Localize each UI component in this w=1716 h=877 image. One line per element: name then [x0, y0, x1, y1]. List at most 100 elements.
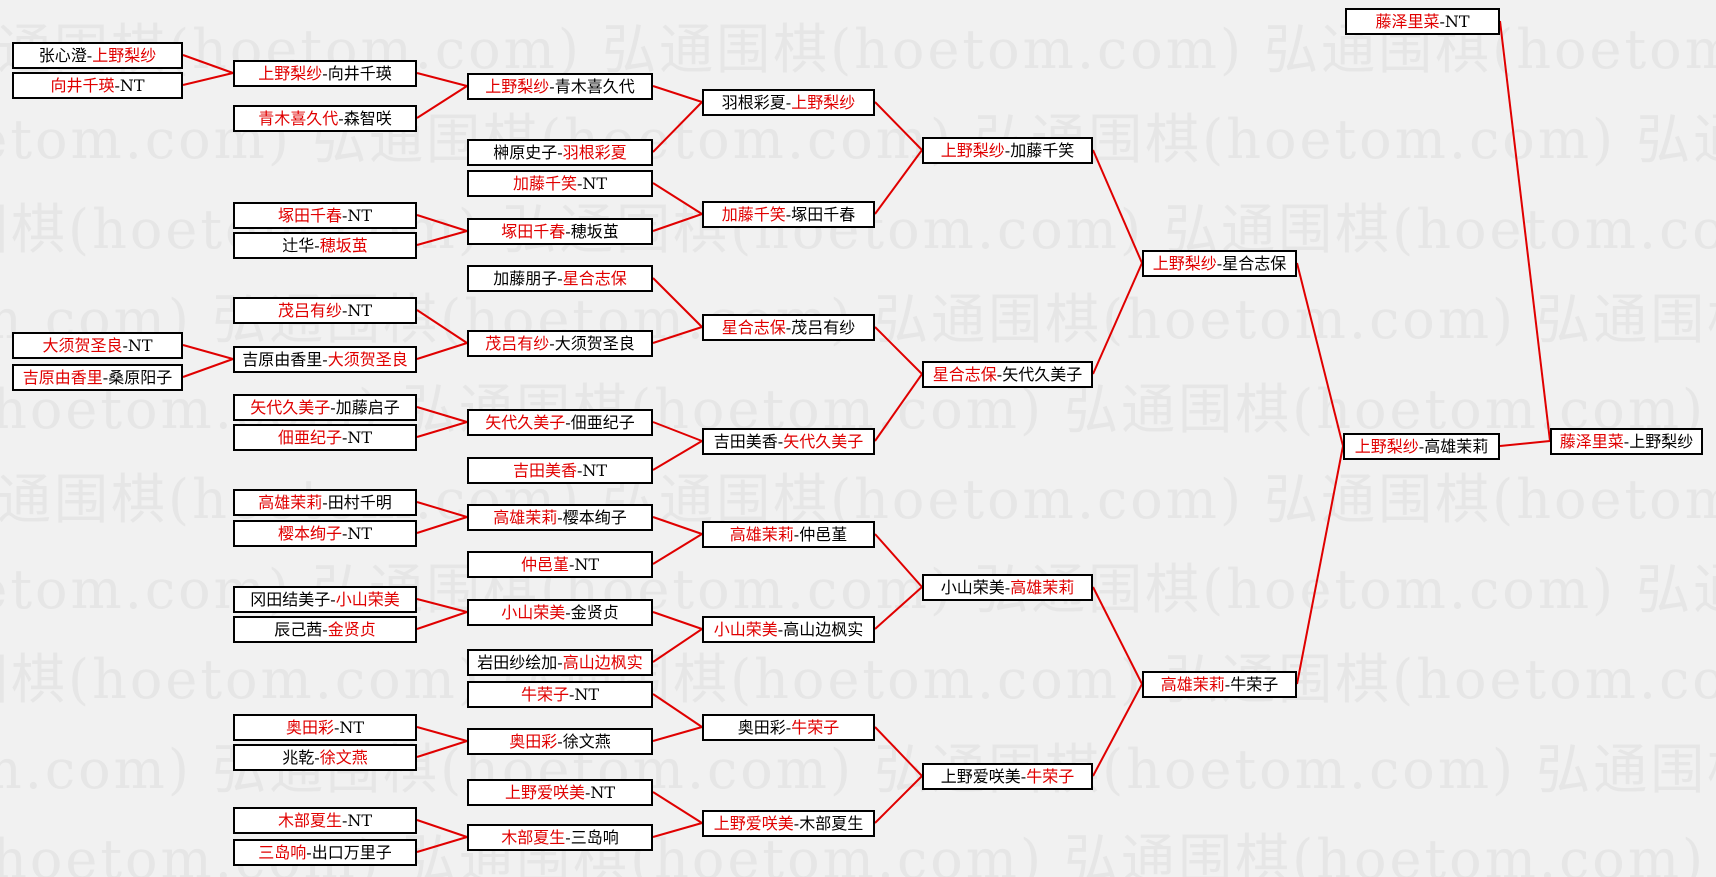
bracket-line	[416, 598, 468, 613]
player1-name: 吉原由香里	[22, 367, 103, 387]
vs-separator: -	[565, 412, 571, 432]
player2-name: 矢代久美子	[1002, 364, 1083, 384]
bracket-line	[874, 101, 923, 151]
player1-name: 三岛响	[258, 842, 307, 862]
match-box-c7: 矢代久美子-佃亜纪子	[467, 409, 653, 436]
vs-separator: -	[785, 92, 792, 112]
vs-separator: -	[565, 221, 571, 241]
vs-separator: -	[777, 431, 784, 451]
player1-name: 羽根彩夏	[721, 92, 786, 112]
bracket-line	[874, 533, 923, 588]
player2-name: 茂吕有纱	[791, 317, 856, 337]
bracket-line	[182, 344, 234, 360]
player2-name: 田村千明	[327, 492, 392, 512]
player1-name: 仲邑堇	[520, 554, 569, 574]
bracket-line	[416, 309, 468, 344]
player1-name: 小山荣美	[713, 619, 778, 639]
match-box-b11: 冈田结美子-小山荣美	[233, 586, 417, 613]
player2-name: 小山荣美	[335, 589, 400, 609]
bracket-line	[652, 726, 703, 742]
player1-name: 高雄茉莉	[493, 507, 558, 527]
vs-separator: -	[114, 75, 120, 95]
match-box-b15: 木部夏生-NT	[233, 807, 417, 834]
match-box-b4: 辻华-穂坂茧	[233, 232, 417, 259]
bracket-line	[416, 516, 468, 534]
player2-name: 高雄茉莉	[1010, 577, 1075, 597]
player1-name: 奥田彩	[509, 731, 558, 751]
bracket-line	[416, 214, 468, 232]
player1-name: 吉田美香	[512, 460, 577, 480]
player2-name: 上野梨纱	[1629, 431, 1694, 451]
match-box-c16: 木部夏生-三岛响	[467, 824, 653, 851]
player1-name: 茂吕有纱	[277, 300, 342, 320]
match-box-a2: 向井千瑛-NT	[12, 72, 183, 99]
bracket-line	[416, 611, 468, 630]
bracket-line	[874, 726, 923, 777]
player2-name: 羽根彩夏	[562, 142, 627, 162]
player2-name: NT	[582, 460, 608, 480]
match-box-c12: 岩田纱绘加-高山边枫实	[467, 649, 653, 676]
player1-name: 高雄茉莉	[258, 492, 323, 512]
vs-separator: -	[341, 523, 348, 543]
match-box-e4: 上野爱咲美-牛荣子	[922, 763, 1093, 790]
vs-separator: -	[557, 507, 563, 527]
player1-name: 加藤千笑	[721, 204, 786, 224]
player1-name: 兆乾	[282, 747, 315, 767]
vs-separator: -	[576, 173, 583, 193]
bracket-line	[1499, 20, 1551, 442]
match-box-b14: 兆乾-徐文燕	[233, 744, 417, 771]
player2-name: 牛荣子	[1230, 674, 1279, 694]
vs-separator: -	[322, 349, 328, 369]
player1-name: 吉田美香	[713, 431, 778, 451]
vs-separator: -	[785, 717, 792, 737]
bracket-line	[416, 72, 468, 87]
bracket-line	[652, 182, 703, 215]
bracket-line	[1092, 149, 1143, 264]
bracket-line	[182, 358, 234, 378]
player2-name: 桑原阳子	[108, 367, 173, 387]
player2-name: 徐文燕	[319, 747, 368, 767]
player1-name: 上野梨纱	[940, 140, 1005, 160]
player1-name: 高雄茉莉	[1160, 674, 1225, 694]
player2-name: 高雄茉莉	[1424, 436, 1489, 456]
vs-separator: -	[793, 524, 800, 544]
player2-name: 高山边枫实	[562, 652, 643, 672]
match-box-h1: 藤泽里菜-上野梨纱	[1550, 428, 1703, 455]
player1-name: 牛荣子	[520, 684, 569, 704]
bracket-line	[652, 101, 703, 153]
match-box-c3: 加藤千笑-NT	[467, 170, 653, 197]
vs-separator: -	[777, 619, 784, 639]
player2-name: 木部夏生	[799, 813, 864, 833]
vs-separator: -	[341, 427, 348, 447]
match-box-d3: 星合志保-茂吕有纱	[702, 314, 875, 341]
bracket-line	[874, 775, 923, 824]
player2-name: NT	[347, 427, 373, 447]
bracket-line	[652, 213, 703, 232]
player2-name: NT	[590, 782, 616, 802]
player2-name: 徐文燕	[562, 731, 611, 751]
bracket-line	[416, 740, 468, 758]
match-box-c6: 茂吕有纱-大须贺圣良	[467, 330, 653, 357]
vs-separator: -	[102, 367, 109, 387]
vs-separator: -	[314, 235, 320, 255]
match-box-b6: 吉原由香里-大须贺圣良	[233, 346, 417, 373]
player2-name: 金贤贞	[570, 602, 619, 622]
vs-separator: -	[584, 782, 591, 802]
player1-name: 佃亜纪子	[277, 427, 342, 447]
bracket-line	[874, 149, 923, 215]
bracket-line	[416, 726, 468, 742]
bracket-line	[652, 611, 703, 630]
player2-name: 牛荣子	[791, 717, 840, 737]
player1-name: 上野爱咲美	[940, 766, 1021, 786]
player1-name: 上野爱咲美	[504, 782, 585, 802]
player1-name: 星合志保	[721, 317, 786, 337]
vs-separator: -	[86, 45, 93, 65]
player2-name: NT	[347, 300, 373, 320]
player2-name: 大须贺圣良	[554, 333, 635, 353]
watermark-text: 弘通围棋(hoetom.com) 弘通围棋(hoetom.com) 弘通围棋(h…	[0, 648, 1716, 711]
match-box-c11: 小山荣美-金贤贞	[467, 599, 653, 626]
player1-name: 高雄茉莉	[729, 524, 794, 544]
player1-name: 塚田千春	[501, 221, 566, 241]
player2-name: 星合志保	[1222, 253, 1287, 273]
